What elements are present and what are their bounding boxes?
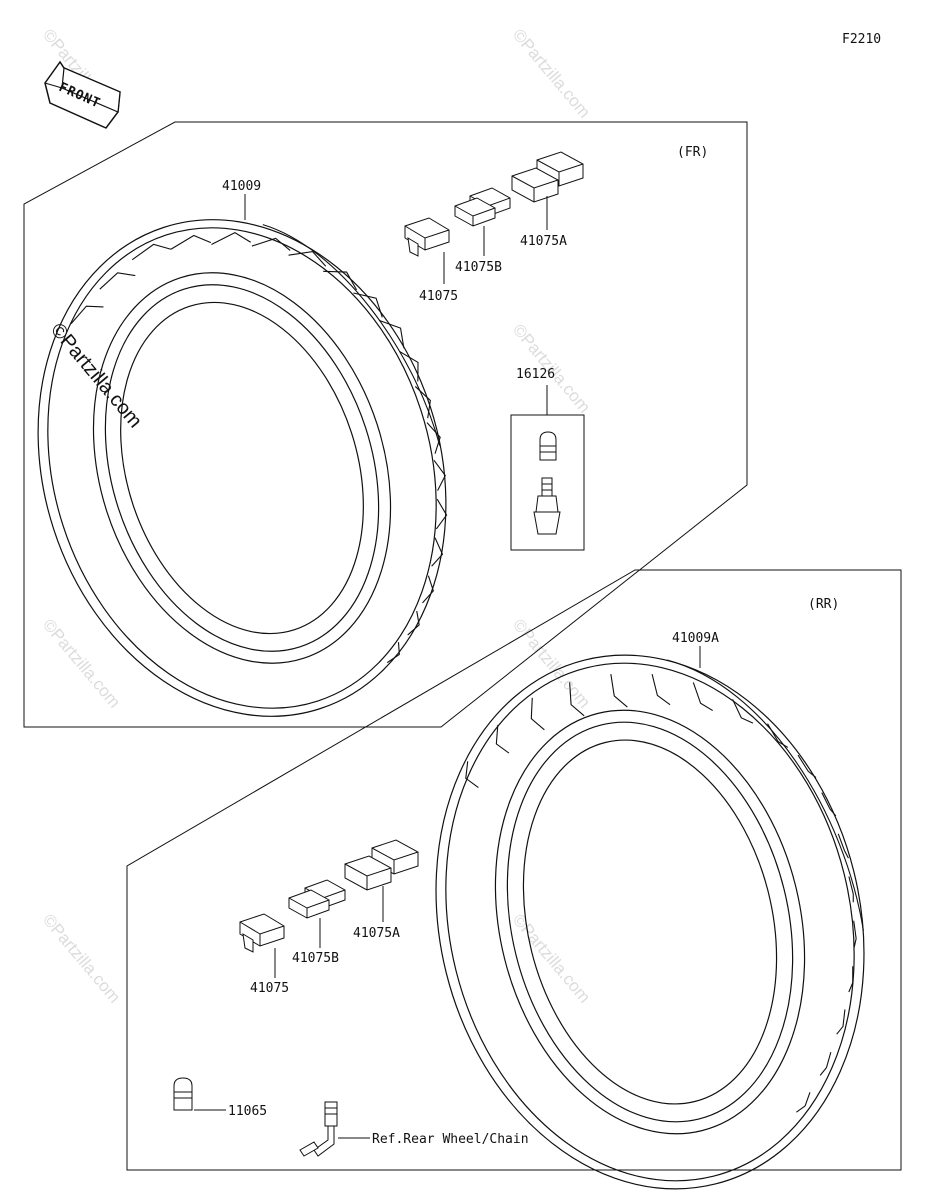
valve-stem-icon (533, 477, 561, 535)
valve-cap-icon (539, 431, 557, 461)
rear-balance-weight (239, 913, 285, 953)
rear-section: (RR) (126, 569, 902, 1190)
rear-weight-a-label: 41075A (353, 926, 400, 941)
front-section-frame (23, 121, 748, 728)
watermark-2: ©Partzilla.com (509, 25, 594, 121)
watermark-6: ©Partzilla.com (39, 910, 124, 1006)
watermark-side: ©Partzilla.com (46, 319, 146, 432)
rear-cap-label: 11065 (228, 1104, 267, 1119)
watermark-4: ©Partzilla.com (39, 615, 124, 711)
front-balance-weight-b (454, 187, 511, 227)
front-arrow-icon: FRONT (44, 60, 121, 129)
front-section-tag: (FR) (677, 145, 708, 160)
front-tire-label: 41009 (222, 179, 261, 194)
front-weight-b-label: 41075B (455, 260, 502, 275)
rear-valve-cap-icon (173, 1077, 193, 1111)
front-weight-a-label: 41075A (520, 234, 567, 249)
front-tire (37, 219, 448, 717)
rear-tire-tread (465, 673, 857, 1113)
rear-section-tag: (RR) (808, 597, 839, 612)
rear-balance-weight-b (288, 879, 346, 919)
rear-balance-weight-a (344, 839, 419, 891)
rear-valve-ref-label: Ref.Rear Wheel/Chain (372, 1132, 529, 1147)
front-balance-weight-a (511, 151, 584, 203)
watermark-7: ©Partzilla.com (509, 910, 594, 1006)
rear-weight-label: 41075 (250, 981, 289, 996)
front-tire-tread (70, 232, 448, 664)
rear-section-frame (126, 569, 902, 1171)
front-section: (FR) (23, 121, 748, 728)
front-valve-label: 16126 (516, 367, 555, 382)
front-weight-label: 41075 (419, 289, 458, 304)
rear-valve-stem-icon (299, 1101, 338, 1157)
front-valve-box (510, 414, 585, 551)
rear-weight-b-label: 41075B (292, 951, 339, 966)
diagram-code: F2210 (842, 32, 881, 47)
rear-tire-label: 41009A (672, 631, 719, 646)
rear-tire (435, 654, 865, 1190)
front-balance-weight (404, 217, 450, 257)
